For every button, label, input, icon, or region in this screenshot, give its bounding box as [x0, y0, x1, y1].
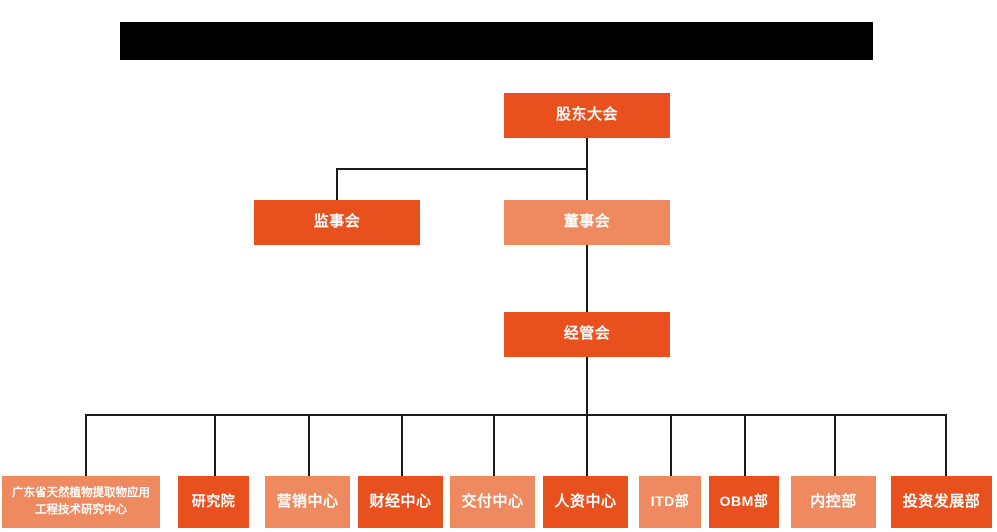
- connector-supervisors-drop: [336, 168, 338, 201]
- org-node-label-marketing-center: 营销中心: [276, 492, 339, 510]
- org-node-itd-department[interactable]: ITD部: [639, 476, 701, 528]
- org-node-label-investment-development: 投资发展部: [902, 492, 981, 510]
- connector-drop-hr: [586, 414, 588, 476]
- connector-drop-investment: [945, 414, 947, 476]
- redacted-title-bar: [120, 22, 873, 60]
- org-node-hr-center[interactable]: 人资中心: [543, 476, 628, 528]
- org-node-label-obm-department: OBM部: [719, 493, 769, 510]
- connector-directors-drop: [586, 168, 588, 201]
- org-node-research-institute[interactable]: 研究院: [178, 476, 249, 528]
- org-node-shareholders[interactable]: 股东大会: [504, 93, 670, 138]
- org-node-delivery-center[interactable]: 交付中心: [450, 476, 535, 528]
- org-node-obm-department[interactable]: OBM部: [709, 476, 779, 528]
- org-node-label-shareholders: 股东大会: [555, 106, 618, 124]
- connector-drop-obm: [744, 414, 746, 476]
- connector-drop-research-inst: [214, 414, 216, 476]
- org-node-label-internal-control: 内控部: [810, 492, 857, 510]
- org-node-label-research-center: 广东省天然植物提取物应用工程技术研究中心: [12, 487, 150, 516]
- connector-drop-finance: [401, 414, 403, 476]
- connector-level1-bus: [336, 168, 588, 170]
- org-node-label-hr-center: 人资中心: [554, 492, 617, 510]
- connector-drop-delivery: [493, 414, 495, 476]
- org-node-directors[interactable]: 董事会: [504, 200, 670, 245]
- org-node-label-finance-center: 财经中心: [369, 492, 432, 510]
- org-node-marketing-center[interactable]: 营销中心: [265, 476, 350, 528]
- org-node-label-directors: 董事会: [563, 213, 611, 231]
- org-node-label-itd-department: ITD部: [650, 493, 690, 510]
- org-node-label-management: 经管会: [563, 325, 611, 343]
- org-node-investment-development[interactable]: 投资发展部: [891, 476, 992, 528]
- org-node-internal-control[interactable]: 内控部: [791, 476, 876, 528]
- connector-drop-marketing: [308, 414, 310, 476]
- connector-shareholders-stem: [586, 138, 588, 170]
- org-node-label-research-institute: 研究院: [191, 493, 236, 510]
- org-node-finance-center[interactable]: 财经中心: [358, 476, 443, 528]
- connector-directors-to-mgmt: [586, 245, 588, 313]
- connector-level4-bus: [85, 414, 946, 416]
- connector-drop-internal-control: [834, 414, 836, 476]
- org-node-management[interactable]: 经管会: [504, 312, 670, 357]
- connector-drop-research-center: [85, 414, 87, 476]
- connector-drop-itd: [670, 414, 672, 476]
- org-node-label-supervisors: 监事会: [313, 213, 361, 231]
- connector-management-stem: [586, 357, 588, 415]
- org-node-research-center[interactable]: 广东省天然植物提取物应用工程技术研究中心: [2, 476, 160, 528]
- org-node-label-delivery-center: 交付中心: [461, 492, 524, 510]
- org-node-supervisors[interactable]: 监事会: [254, 200, 420, 245]
